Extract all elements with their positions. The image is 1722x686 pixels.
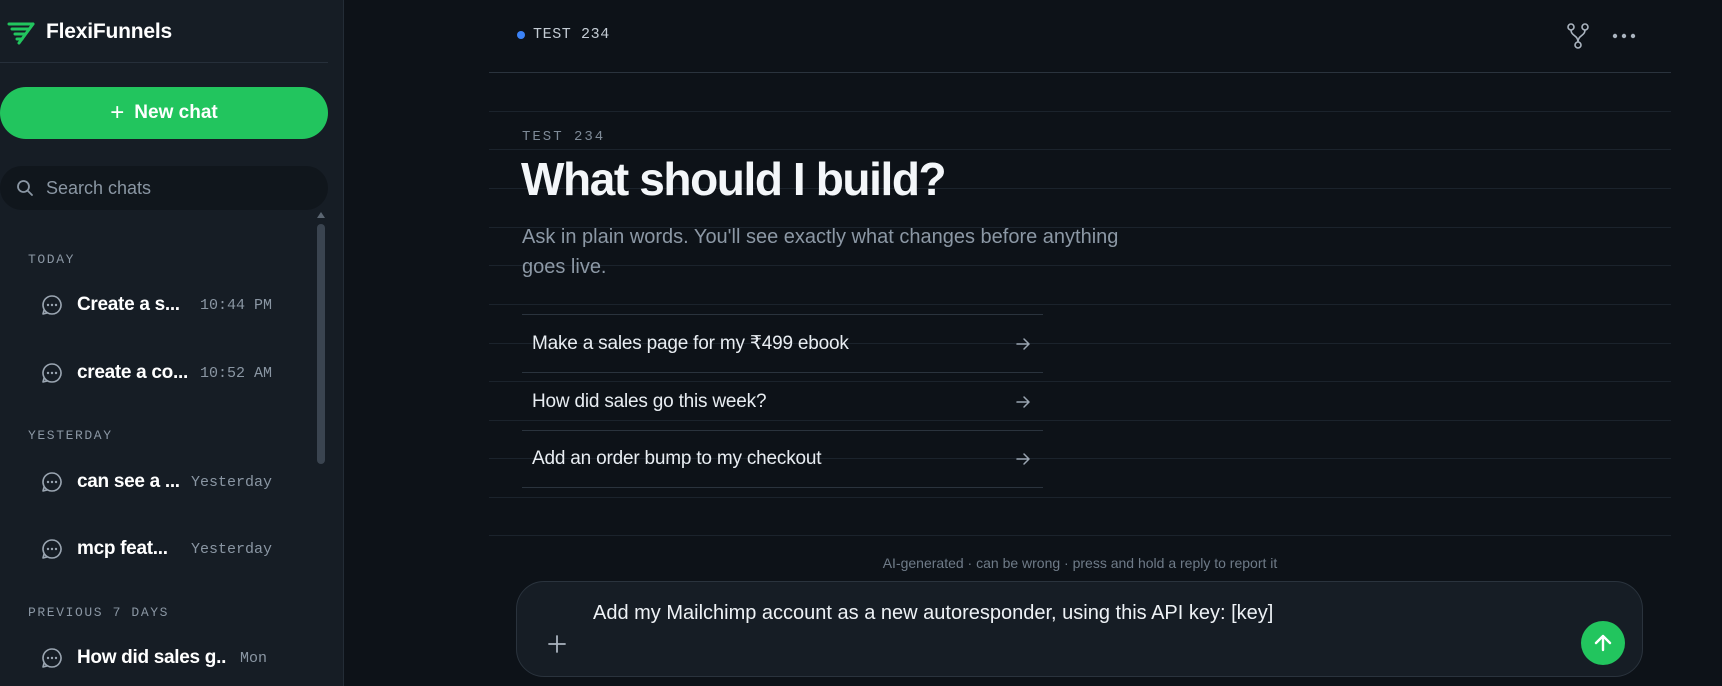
grid-line — [489, 188, 1671, 189]
brand-name: FlexiFunnels — [46, 20, 172, 43]
chat-item[interactable]: How did sales g... Mon — [16, 632, 306, 684]
plus-icon — [548, 635, 566, 653]
chat-item-time: 10:52 AM — [200, 364, 273, 382]
grid-line — [489, 304, 1671, 305]
suggestion-text: How did sales go this week? — [532, 390, 767, 412]
chat-item[interactable]: create a co... 10:52 AM — [16, 347, 306, 399]
chat-bubble-icon — [42, 363, 62, 383]
hero-eyebrow: TEST 234 — [522, 129, 606, 145]
message-input[interactable] — [593, 602, 1493, 625]
funnel-logo-icon — [7, 22, 35, 45]
chat-item-title: create a co... — [77, 362, 188, 383]
grid-line — [489, 458, 1671, 459]
chat-item-time: Yesterday — [191, 540, 273, 558]
header-divider — [489, 72, 1671, 73]
grid-line — [489, 497, 1671, 498]
chat-bubble-icon — [42, 472, 62, 492]
more-horizontal-icon — [1612, 33, 1636, 39]
sidebar: FlexiFunnels + New chat TODAY Create a s… — [0, 0, 344, 686]
chat-bubble-icon — [42, 539, 62, 559]
chat-item[interactable]: can see a ... Yesterday — [16, 456, 306, 508]
suggestion-item[interactable]: Make a sales page for my ₹499 ebook — [522, 314, 1043, 372]
search-input[interactable] — [46, 177, 306, 199]
grid-line — [489, 535, 1671, 536]
grid-line — [489, 111, 1671, 112]
suggestion-text: Make a sales page for my ₹499 ebook — [532, 333, 849, 354]
section-label-yesterday: YESTERDAY — [28, 428, 113, 443]
new-chat-label: New chat — [134, 102, 218, 123]
page-subtitle: Ask in plain words. You'll see exactly w… — [522, 226, 1119, 278]
search-box[interactable] — [0, 166, 328, 210]
status-dot — [517, 30, 525, 39]
plus-icon: + — [110, 99, 125, 126]
grid-line — [489, 381, 1671, 382]
search-icon — [17, 180, 33, 196]
chat-bubble-icon — [42, 295, 62, 315]
chat-item-time: Mon — [240, 649, 268, 667]
chat-item-time: Yesterday — [191, 473, 273, 491]
attach-button[interactable] — [543, 630, 571, 658]
more-options-button[interactable] — [1608, 20, 1640, 52]
ai-disclaimer: AI-generated · can be wrong · press and … — [882, 555, 1278, 571]
chat-item-title: Create a s... — [77, 294, 180, 315]
grid-line — [489, 149, 1671, 150]
project-title: TEST 234 — [517, 26, 610, 43]
project-name: TEST 234 — [533, 26, 610, 43]
scroll-thumb[interactable] — [317, 224, 325, 464]
new-chat-button[interactable]: + New chat — [0, 87, 328, 139]
chat-item-title: How did sales g... — [77, 647, 227, 668]
suggestion-item[interactable]: How did sales go this week? — [522, 372, 1043, 430]
section-label-today: TODAY — [28, 252, 76, 267]
sidebar-scrollbar[interactable] — [316, 212, 326, 686]
arrow-right-icon — [1016, 395, 1030, 408]
suggestion-item[interactable]: Add an order bump to my checkout — [522, 430, 1043, 488]
chat-item-title: can see a ... — [77, 471, 179, 492]
chat-item-time: 10:44 PM — [200, 296, 273, 314]
arrow-up-icon — [1594, 634, 1612, 652]
arrow-right-icon — [1016, 453, 1030, 465]
main-panel: TEST 234 TEST 234 What should I build? A… — [345, 0, 1722, 686]
send-button[interactable] — [1581, 621, 1625, 665]
chat-item[interactable]: mcp feat... Yesterday — [16, 523, 306, 575]
grid-line — [489, 265, 1671, 266]
scroll-up-arrow-icon[interactable] — [317, 212, 325, 218]
branch-icon — [1567, 23, 1589, 49]
arrow-right-icon — [1016, 337, 1030, 350]
branch-button[interactable] — [1562, 20, 1594, 52]
page-title: What should I build? — [521, 153, 947, 205]
divider — [0, 62, 328, 63]
suggestion-text: Add an order bump to my checkout — [532, 448, 822, 469]
message-composer — [516, 581, 1643, 677]
grid-line — [489, 227, 1671, 228]
section-label-previous-7-days: PREVIOUS 7 DAYS — [28, 605, 170, 620]
chat-item-title: mcp feat... — [77, 538, 168, 559]
chat-bubble-icon — [42, 648, 62, 668]
grid-line — [489, 343, 1671, 344]
grid-line — [489, 420, 1671, 421]
suggestion-list: Make a sales page for my ₹499 ebook How … — [522, 314, 1043, 488]
chat-item[interactable]: Create a s... 10:44 PM — [16, 279, 306, 331]
brand[interactable]: FlexiFunnels — [6, 16, 172, 48]
